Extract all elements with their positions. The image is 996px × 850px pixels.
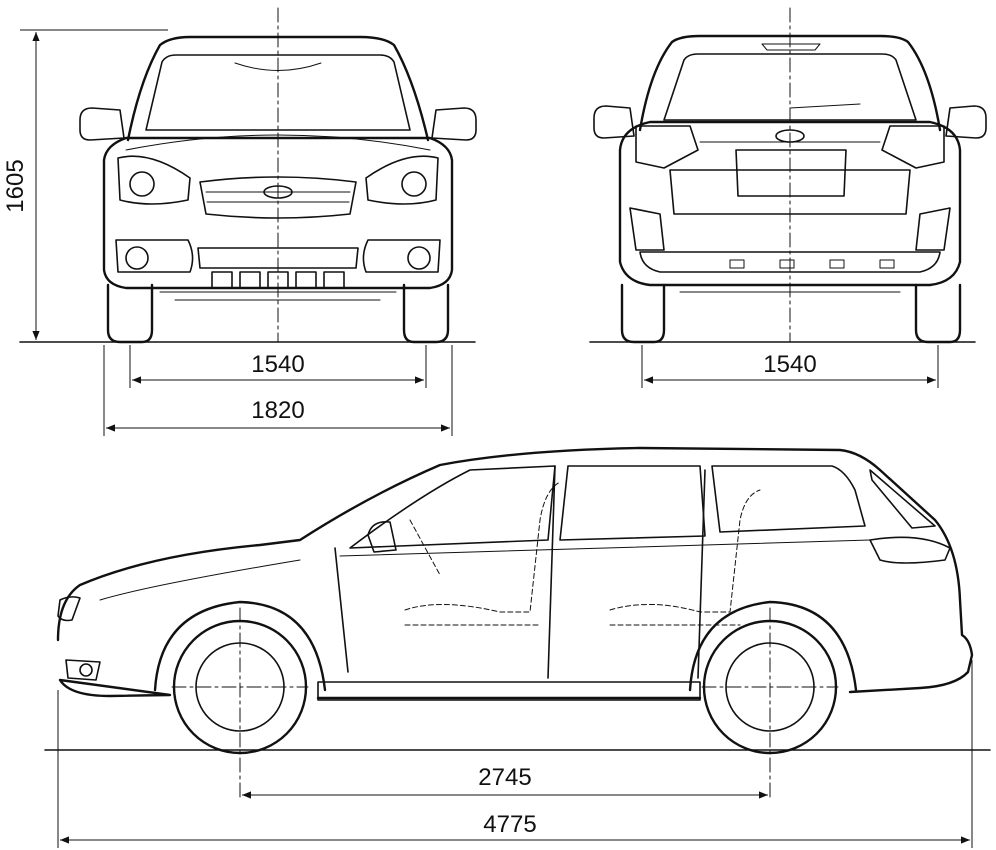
height-dimension: 1605 bbox=[2, 29, 168, 340]
front-track-label: 1540 bbox=[251, 351, 304, 378]
wheelbase-label: 2745 bbox=[478, 764, 531, 791]
length-dimension: 4775 bbox=[57, 660, 973, 848]
rear-view bbox=[589, 7, 987, 344]
width-label: 1820 bbox=[251, 397, 304, 424]
height-label: 1605 bbox=[2, 159, 29, 212]
side-view bbox=[44, 446, 991, 801]
front-track-dimension: 1540 bbox=[129, 345, 427, 388]
wheelbase-dimension: 2745 bbox=[242, 764, 768, 799]
front-view bbox=[19, 7, 477, 344]
rear-track-label: 1540 bbox=[763, 351, 816, 378]
length-label: 4775 bbox=[483, 811, 536, 838]
rear-track-dimension: 1540 bbox=[641, 345, 939, 388]
width-dimension: 1820 bbox=[103, 345, 453, 436]
